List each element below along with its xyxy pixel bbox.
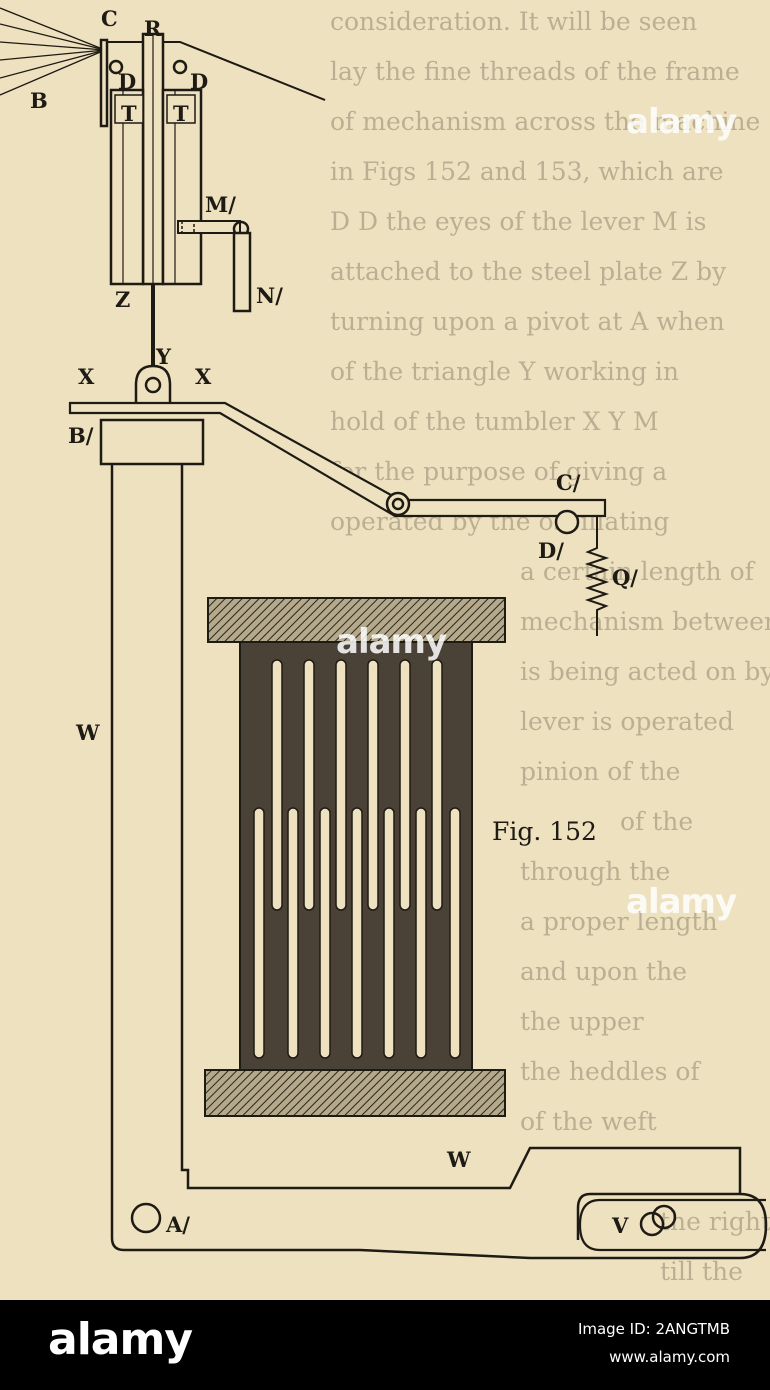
pivot-c xyxy=(385,491,411,517)
svg-text:and upon the: and upon the xyxy=(520,957,687,986)
fork-v xyxy=(578,1198,766,1252)
watermark: alamy xyxy=(336,622,447,662)
image-id: Image ID: 2ANGTMB xyxy=(577,1320,730,1338)
pivot-a xyxy=(130,1202,162,1234)
label-w-lower: W xyxy=(446,1147,471,1172)
mechanism-drawing xyxy=(0,7,768,1260)
label-x-left: X xyxy=(78,364,95,389)
svg-text:D D the eyes of the lever M is: D D the eyes of the lever M is xyxy=(330,207,706,236)
label-x-right: X xyxy=(195,364,212,389)
svg-text:hold of the tumbler X Y M: hold of the tumbler X Y M xyxy=(330,407,659,436)
label-d-left: D xyxy=(118,69,136,94)
background-text: consideration. It will be seen lay the f… xyxy=(330,7,770,1286)
diagram: consideration. It will be seen lay the f… xyxy=(0,6,770,1286)
label-z: Z xyxy=(115,287,130,312)
svg-text:for the purpose of giving a: for the purpose of giving a xyxy=(330,457,667,486)
label-y: Y xyxy=(155,344,172,369)
pulley-d-right xyxy=(172,59,188,75)
label-c: C xyxy=(101,6,118,31)
svg-text:lever is operated: lever is operated xyxy=(520,707,734,736)
roller-d xyxy=(554,509,580,535)
figure-caption: Fig. 152 xyxy=(492,817,597,846)
svg-text:turning upon a pivot at A when: turning upon a pivot at A when xyxy=(330,307,725,336)
label-t-right: T xyxy=(173,101,189,126)
footer-bar: alamy Image ID: 2ANGTMB www.alamy.com xyxy=(0,1300,770,1390)
pulley-d-left xyxy=(108,59,124,75)
spring-q xyxy=(584,516,610,636)
svg-text:of the: of the xyxy=(620,807,693,836)
svg-text:through the: through the xyxy=(520,857,670,886)
eye-y xyxy=(134,364,172,403)
labels: C R B D D T T M/ N/ Z Y X X B/ C/ D/ Q/ … xyxy=(30,6,638,1238)
label-d-prime: D/ xyxy=(538,538,564,563)
lever-m xyxy=(177,220,241,234)
svg-text:a proper length: a proper length xyxy=(520,907,718,936)
svg-text:the right: the right xyxy=(660,1207,770,1236)
lever-n xyxy=(232,231,252,313)
label-r: R xyxy=(144,16,162,41)
svg-text:of the weft: of the weft xyxy=(520,1107,657,1136)
label-v: V xyxy=(611,1213,629,1238)
svg-text:till the: till the xyxy=(660,1257,743,1286)
label-b-prime: B/ xyxy=(68,423,94,448)
scanned-page: consideration. It will be seen lay the f… xyxy=(0,0,770,1300)
svg-text:attached to the steel plate Z: attached to the steel plate Z by xyxy=(330,257,727,286)
threads-b xyxy=(0,7,106,96)
label-n-prime: N/ xyxy=(256,283,283,308)
svg-text:the upper: the upper xyxy=(520,1007,644,1036)
svg-text:lay the fine threads of the fr: lay the fine threads of the frame xyxy=(330,57,740,86)
bar-x xyxy=(68,401,607,518)
label-t-left: T xyxy=(121,101,137,126)
label-a-prime: A/ xyxy=(165,1212,190,1237)
label-m-prime: M/ xyxy=(205,192,236,217)
alamy-logo: alamy xyxy=(48,1314,193,1365)
svg-text:in Figs 152 and 153, which are: in Figs 152 and 153, which are xyxy=(330,157,724,186)
svg-text:mechanism between: mechanism between xyxy=(520,607,770,636)
comb-element xyxy=(204,597,506,1117)
svg-text:consideration. It will be seen: consideration. It will be seen xyxy=(330,7,697,36)
label-b: B xyxy=(30,88,48,113)
watermark: alamy xyxy=(626,102,737,142)
plate-c xyxy=(99,38,109,128)
label-c-prime: C/ xyxy=(556,470,581,495)
svg-text:pinion of the: pinion of the xyxy=(520,757,680,786)
svg-text:of the triangle Y working in: of the triangle Y working in xyxy=(330,357,679,386)
svg-text:a certain length of: a certain length of xyxy=(520,557,756,586)
label-d-right: D xyxy=(190,69,208,94)
svg-text:of mechanism across the machin: of mechanism across the machine xyxy=(330,107,760,136)
block-b xyxy=(99,418,205,466)
label-w-upper: W xyxy=(75,720,100,745)
watermark: alamy xyxy=(626,882,737,922)
label-q-prime: Q/ xyxy=(612,565,638,590)
svg-text:the heddles of: the heddles of xyxy=(520,1057,701,1086)
site-url[interactable]: www.alamy.com xyxy=(609,1348,730,1366)
lever-w xyxy=(110,464,768,1260)
svg-text:is being acted on by: is being acted on by xyxy=(520,657,770,686)
